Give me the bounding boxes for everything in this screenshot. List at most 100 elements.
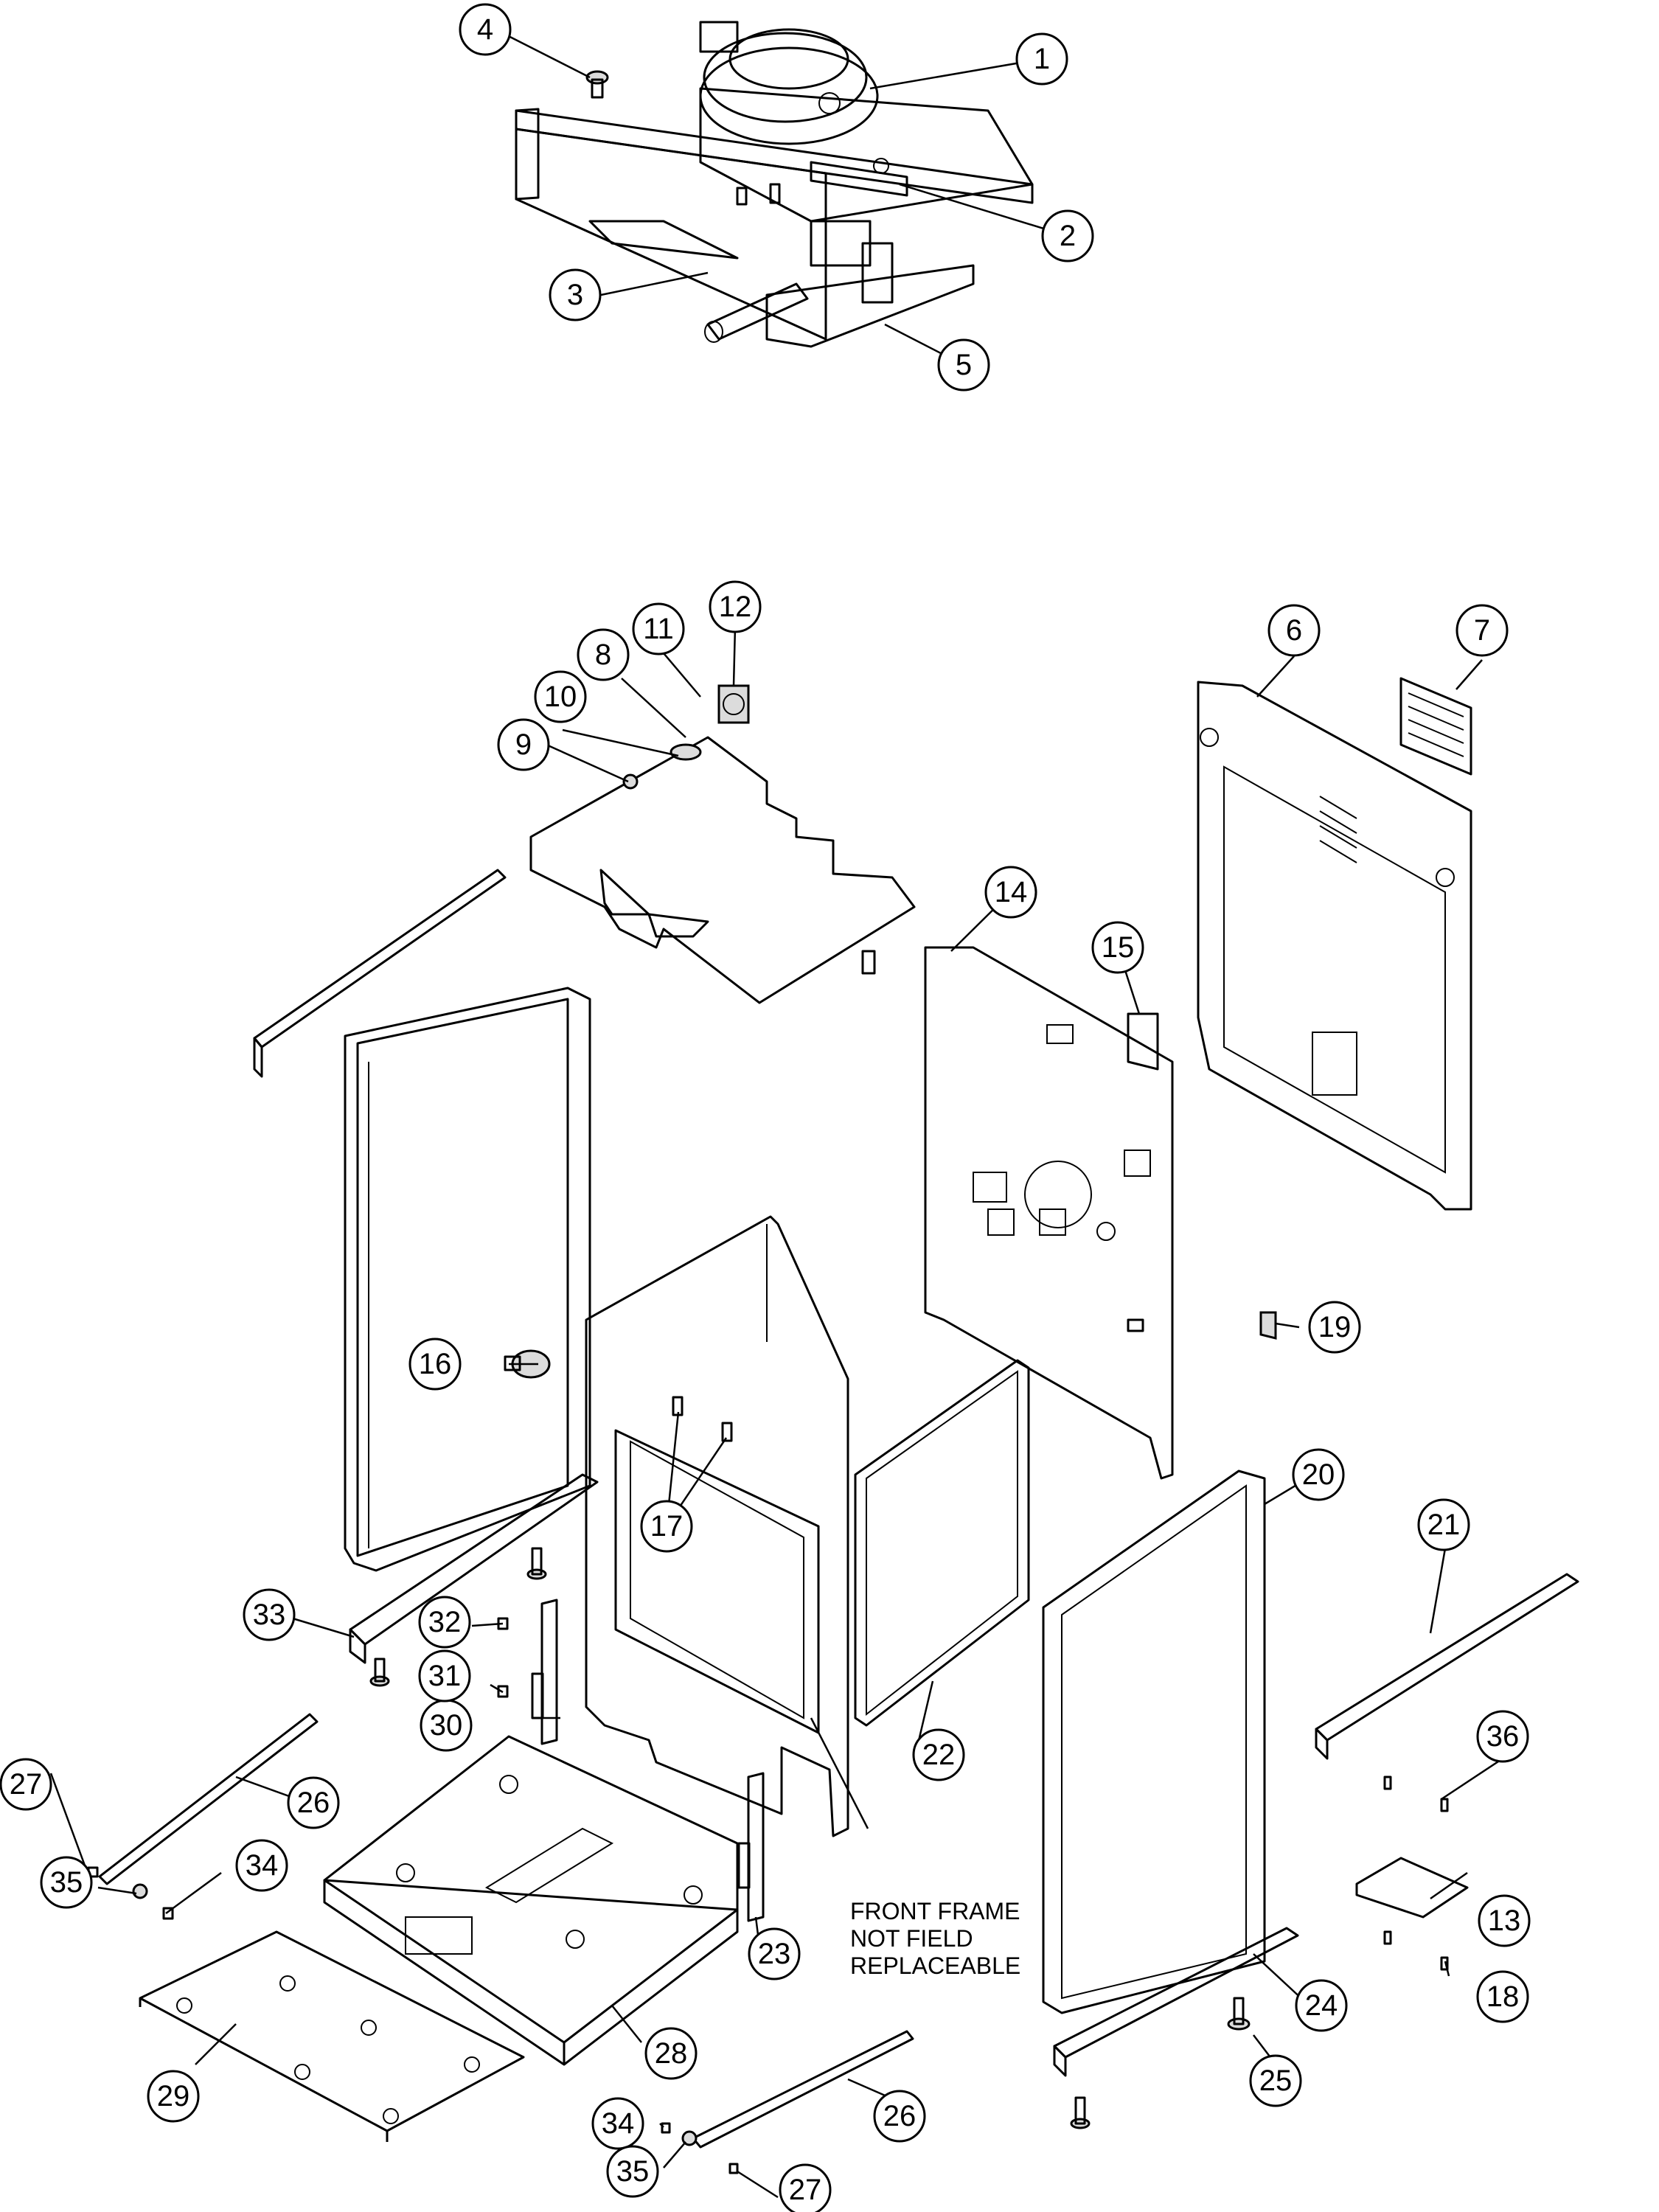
svg-text:14: 14 (995, 876, 1028, 908)
callout-35-left: 35 (40, 1856, 93, 1909)
callout-4: 4 (459, 3, 512, 56)
callout-30: 30 (420, 1699, 473, 1752)
svg-text:24: 24 (1305, 1989, 1338, 2022)
hinge-part-23 (737, 1772, 765, 1922)
fuse-part-12 (717, 684, 750, 724)
callout-5: 5 (937, 338, 990, 392)
callout-28: 28 (644, 2027, 698, 2080)
callout-31: 31 (418, 1649, 471, 1703)
callout-9: 9 (497, 718, 550, 771)
callout-29: 29 (147, 2070, 200, 2123)
bracket-part-13 (1355, 1857, 1469, 1919)
svg-text:36: 36 (1486, 1720, 1520, 1753)
svg-text:11: 11 (643, 613, 674, 645)
svg-text:32: 32 (428, 1606, 462, 1638)
svg-text:5: 5 (956, 349, 972, 381)
svg-text:25: 25 (1259, 2065, 1293, 2097)
callout-18: 18 (1476, 1970, 1529, 2023)
svg-text:4: 4 (477, 13, 493, 46)
svg-text:18: 18 (1486, 1980, 1520, 2013)
floor-plate-part-29 (139, 1930, 525, 2142)
bottom-pan-part-28 (323, 1735, 739, 2066)
callout-17: 17 (640, 1500, 693, 1553)
svg-text:34: 34 (602, 2107, 635, 2140)
callout-20: 20 (1292, 1448, 1345, 1501)
svg-text:19: 19 (1318, 1311, 1352, 1343)
callout-3: 3 (549, 268, 602, 321)
svg-text:NOT FIELD: NOT FIELD (850, 1925, 973, 1952)
svg-text:33: 33 (253, 1599, 286, 1631)
rail-part-26-left (87, 1713, 319, 1920)
svg-text:15: 15 (1102, 931, 1135, 964)
hinge-part-30 (531, 1599, 558, 1745)
callout-32: 32 (418, 1596, 471, 1649)
callout-27-bottom: 27 (779, 2163, 832, 2212)
leader-lines (49, 28, 1503, 2199)
callout-6: 6 (1267, 604, 1321, 657)
callout-1: 1 (1015, 32, 1068, 86)
svg-text:28: 28 (655, 2037, 688, 2070)
svg-text:22: 22 (922, 1739, 956, 1771)
callout-26-left: 26 (287, 1776, 340, 1829)
svg-text:26: 26 (883, 2100, 917, 2132)
svg-text:16: 16 (419, 1348, 452, 1380)
callout-25: 25 (1249, 2054, 1302, 2107)
callout-34-left: 34 (235, 1839, 288, 1892)
callout-26-bottom: 26 (873, 2090, 926, 2143)
callout-14: 14 (984, 866, 1037, 919)
callout-16: 16 (408, 1338, 462, 1391)
left-side-panel (344, 987, 591, 1572)
rear-frame-part-14 (924, 946, 1174, 1480)
svg-text:27: 27 (789, 2174, 822, 2206)
svg-text:2: 2 (1060, 220, 1076, 252)
svg-text:20: 20 (1302, 1458, 1335, 1491)
svg-text:1: 1 (1034, 43, 1050, 75)
callout-21: 21 (1417, 1498, 1470, 1551)
svg-text:34: 34 (246, 1849, 279, 1882)
right-rail-part-21 (1315, 1573, 1579, 1760)
svg-text:35: 35 (50, 1866, 83, 1899)
callout-34-bottom: 34 (591, 2097, 644, 2150)
svg-text:REPLACEABLE: REPLACEABLE (850, 1952, 1020, 1979)
side-panel-part-20 (1042, 1470, 1266, 2014)
svg-text:13: 13 (1488, 1905, 1521, 1937)
callout-36: 36 (1476, 1710, 1529, 1763)
front-frame-note: FRONT FRAME NOT FIELD REPLACEABLE (850, 1898, 1020, 1979)
svg-text:FRONT FRAME: FRONT FRAME (850, 1898, 1020, 1924)
svg-text:12: 12 (719, 591, 752, 623)
callout-35-bottom: 35 (606, 2145, 659, 2198)
svg-text:29: 29 (157, 2080, 190, 2112)
callout-24: 24 (1295, 1979, 1348, 2032)
top-panel (529, 684, 916, 1004)
screws-part-31-32 (497, 1617, 509, 1698)
callout-27-left: 27 (0, 1758, 52, 1811)
svg-text:35: 35 (616, 2155, 650, 2188)
vent-grille-part-7 (1399, 677, 1472, 776)
callout-10: 10 (534, 670, 587, 723)
screw-pair-part-17 (672, 1396, 733, 1442)
callout-11: 11 (632, 602, 685, 655)
svg-text:30: 30 (430, 1709, 463, 1742)
svg-text:23: 23 (758, 1938, 791, 1970)
thermostat-part-9 (622, 773, 639, 790)
clip-part-19 (1259, 1311, 1277, 1340)
switch-part-10 (669, 743, 702, 761)
callout-19: 19 (1308, 1301, 1361, 1354)
svg-text:3: 3 (567, 279, 583, 311)
callout-15: 15 (1091, 921, 1144, 974)
svg-text:8: 8 (595, 639, 611, 671)
bracket-part-15 (1127, 1012, 1159, 1071)
callout-8: 8 (577, 628, 630, 681)
lower-rail-part-33 (349, 1473, 599, 1664)
svg-text:27: 27 (10, 1768, 43, 1801)
svg-text:17: 17 (650, 1510, 684, 1543)
left-top-rail (253, 869, 507, 1078)
svg-text:31: 31 (428, 1660, 462, 1692)
right-side-panel-part-22 (854, 1359, 1030, 1727)
callout-23: 23 (748, 1927, 801, 1980)
svg-text:10: 10 (544, 681, 577, 713)
svg-text:26: 26 (297, 1787, 330, 1819)
front-frame (585, 1215, 849, 1837)
callout-22: 22 (912, 1728, 965, 1781)
svg-text:9: 9 (515, 728, 532, 761)
